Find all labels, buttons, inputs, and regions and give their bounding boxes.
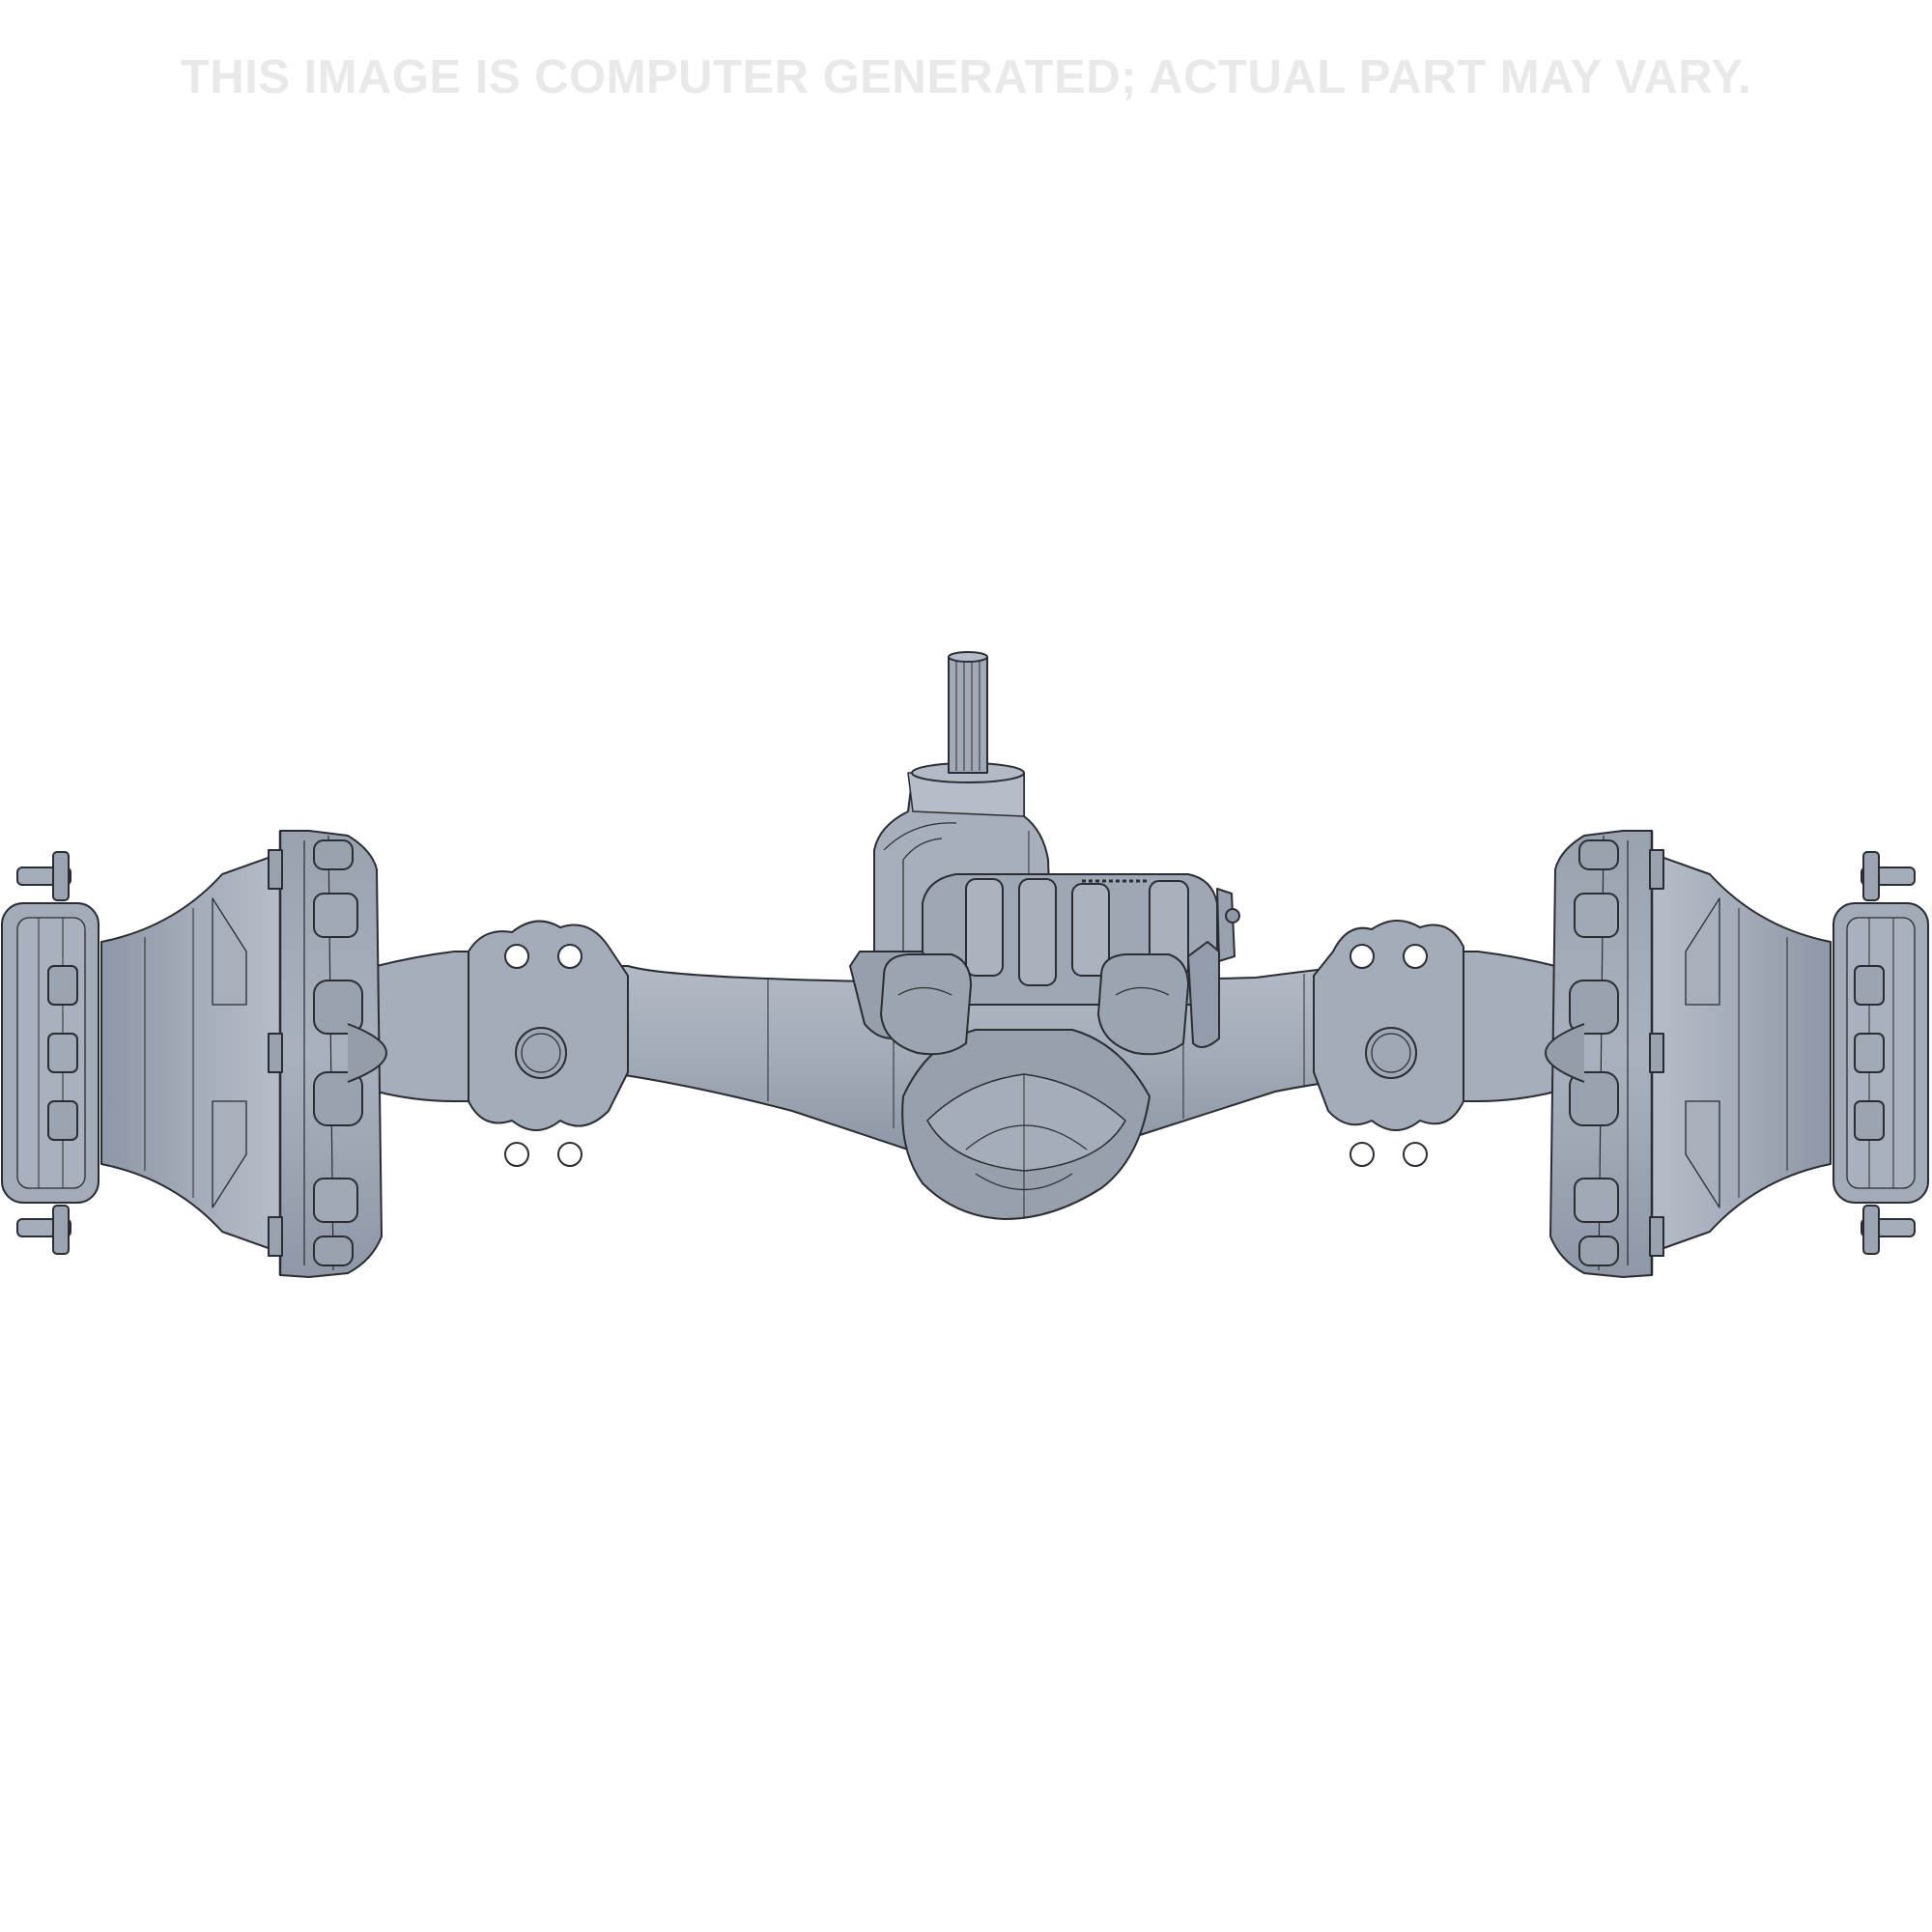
right-wheel-hub (1463, 830, 1929, 1278)
mounting-pads (849, 941, 1220, 1056)
left-spring-pad (468, 920, 629, 1167)
right-spring-pad (1313, 920, 1464, 1167)
left-wheel-hub (1, 830, 469, 1278)
disclaimer-text: THIS IMAGE IS COMPUTER GENERATED; ACTUAL… (180, 51, 1752, 103)
differential-housing (901, 1029, 1151, 1220)
pinion-shaft (948, 651, 988, 774)
